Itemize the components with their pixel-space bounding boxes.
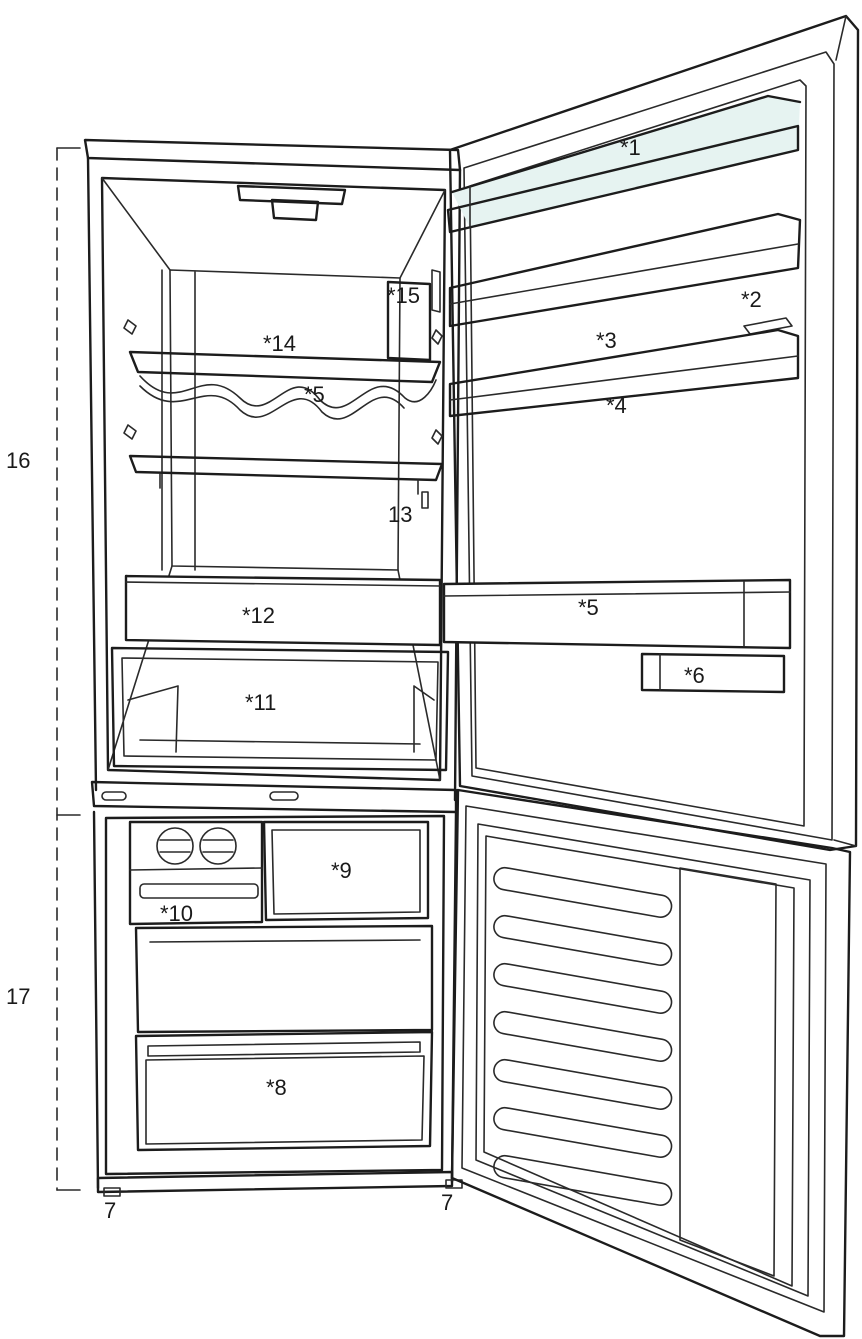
label-2: *2 [741,287,762,312]
freezer-door [450,788,852,1338]
label-16: 16 [6,448,30,473]
label-7-left: 7 [104,1198,116,1223]
middle-divider [90,780,458,814]
label-12: *12 [242,603,275,628]
label-1: *1 [620,135,641,160]
label-9: *9 [331,858,352,883]
freezer-cabinet [92,810,463,1197]
label-17: 17 [6,984,30,1009]
label-11: *11 [245,690,276,715]
label-5-door: *5 [578,595,599,620]
dimension-brackets [56,147,81,1191]
label-10: *10 [160,901,193,926]
label-8: *8 [266,1075,287,1100]
crisper-cover [124,574,442,647]
label-6: *6 [684,663,705,688]
fridge-door [442,14,860,852]
label-4: *4 [606,393,627,418]
label-3: *3 [596,328,617,353]
label-14: *14 [263,331,296,356]
glass-shelf-lower [128,454,444,495]
glass-shelf [128,350,442,420]
callout-labels: *1 *2 *3 *4 *5 *5 *6 7 7 *8 *9 *10 *11 *… [6,135,762,1223]
label-15: *15 [387,283,420,308]
label-7-right: 7 [441,1190,453,1215]
vegetable-drawer [110,646,450,772]
label-13: 13 [388,502,412,527]
label-5-rack: *5 [304,382,325,407]
freezer-door-slots [493,866,673,1206]
